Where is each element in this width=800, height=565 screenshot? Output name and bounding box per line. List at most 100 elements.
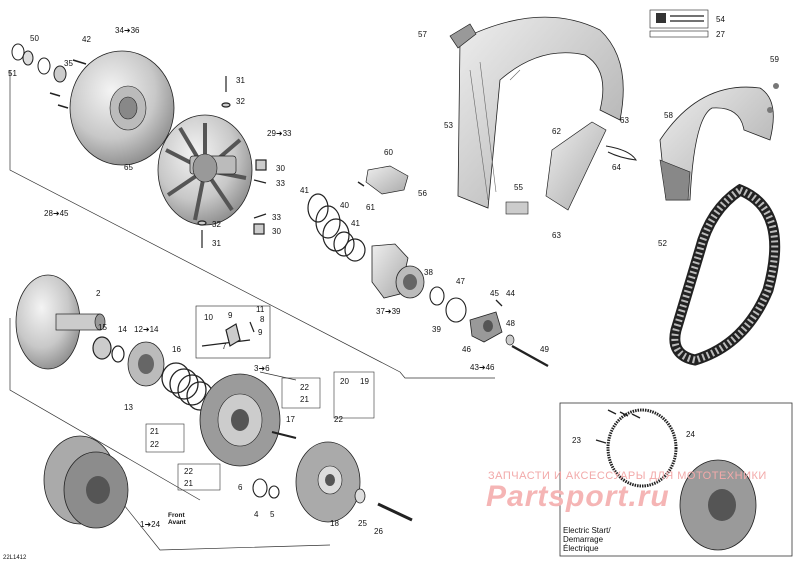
cam-37-39 — [371, 243, 425, 299]
callout-59: 59 — [770, 55, 779, 64]
callout-19: 19 — [360, 377, 369, 386]
housing-3-6 — [199, 373, 281, 467]
callout-58: 58 — [664, 111, 673, 120]
callout-26: 26 — [374, 527, 383, 536]
callout-41a: 41 — [300, 186, 309, 195]
callout-33b: 33 — [272, 213, 281, 222]
electric-start-clutch — [679, 459, 757, 551]
callout-63b: 63 — [552, 231, 561, 240]
callout-14: 14 — [118, 325, 127, 334]
front-arrow-label-en: Front — [168, 512, 185, 519]
ring-gear-24 — [606, 408, 678, 488]
callout-50: 50 — [30, 34, 39, 43]
callout-20: 20 — [340, 377, 349, 386]
inset-caption-line-2: Demarrage — [563, 535, 604, 544]
callout-25: 25 — [358, 519, 367, 528]
electric-start-caption: Electric Start/ Demarrage Électrique — [563, 526, 611, 553]
callout-47: 47 — [456, 277, 465, 286]
callout-34-36: 34➜36 — [115, 26, 140, 35]
callout-30a: 30 — [276, 164, 285, 173]
callout-28-45: 28➜45 — [44, 209, 69, 218]
callout-13: 13 — [124, 403, 133, 412]
callout-1-24: 1➜24 — [140, 520, 161, 529]
callout-31b: 31 — [212, 239, 221, 248]
bracket-60 — [357, 165, 409, 195]
callout-21a: 21 — [300, 395, 309, 404]
bracket-62 — [545, 121, 637, 211]
callout-24: 24 — [686, 430, 695, 439]
group-lines — [9, 70, 495, 551]
spring-40 — [307, 193, 366, 262]
callout-62: 62 — [552, 127, 561, 136]
watermark-tagline: ЗАПЧАСТИ И АКСЕССУАРЫ ДЛЯ МОТОТЕХНИКИ — [488, 470, 767, 482]
inner-guard-53 — [457, 16, 624, 215]
electric-start-inset — [559, 402, 793, 557]
callout-55: 55 — [514, 183, 523, 192]
callout-23: 23 — [572, 436, 581, 445]
movable-sheave — [157, 114, 253, 226]
callout-29-33: 29➜33 — [267, 129, 292, 138]
callout-9a: 9 — [228, 311, 233, 320]
caliper-43-46 — [469, 299, 549, 368]
driven-clutch-assembly — [43, 435, 129, 529]
callout-63a: 63 — [620, 116, 629, 125]
callout-49: 49 — [540, 345, 549, 354]
callout-56: 56 — [418, 189, 427, 198]
callout-31a: 31 — [236, 76, 245, 85]
callout-48: 48 — [506, 319, 515, 328]
callout-18: 18 — [330, 519, 339, 528]
callout-35: 35 — [64, 59, 73, 68]
callout-17: 17 — [286, 415, 295, 424]
bolt-17 — [271, 431, 297, 439]
callout-16: 16 — [172, 345, 181, 354]
washer-bolt-25-26 — [354, 488, 413, 522]
callout-52: 52 — [658, 239, 667, 248]
callout-9b: 9 — [258, 328, 263, 337]
arms-7-11 — [195, 305, 271, 359]
cover-12-14 — [127, 341, 165, 387]
callout-3-6: 3➜6 — [254, 364, 270, 373]
callout-5: 5 — [270, 510, 275, 519]
callout-51: 51 — [8, 69, 17, 78]
callout-43-46: 43➜46 — [470, 363, 495, 372]
callout-22c: 22 — [184, 467, 193, 476]
callout-22b: 22 — [150, 440, 159, 449]
callout-30b: 30 — [272, 227, 281, 236]
callout-32a: 32 — [236, 97, 245, 106]
callout-labels: 50 51 42 34➜36 35 31 32 29➜33 30 33 65 2… — [8, 15, 779, 536]
bolts-23 — [595, 409, 641, 444]
washers-50-51-35 — [11, 43, 67, 83]
callout-22a: 22 — [300, 383, 309, 392]
callout-32b: 32 — [212, 220, 221, 229]
spider-hardware — [197, 76, 267, 248]
callout-6: 6 — [238, 483, 243, 492]
callout-27: 27 — [716, 30, 725, 39]
callout-41b: 41 — [351, 219, 360, 228]
driven-sheave-2 — [15, 274, 106, 370]
callout-44: 44 — [506, 289, 515, 298]
callout-21b: 21 — [150, 427, 159, 436]
watermark-brand: Partsport.ru — [486, 480, 670, 513]
front-arrow-label-fr: Avant — [168, 519, 186, 526]
sheave-18 — [295, 441, 361, 523]
decals-54-27 — [649, 9, 709, 38]
callout-57: 57 — [418, 30, 427, 39]
seals-39-47 — [429, 286, 467, 323]
screws-42 — [49, 59, 87, 109]
callout-8: 8 — [260, 315, 265, 324]
callout-7: 7 — [222, 342, 227, 351]
callout-54: 54 — [716, 15, 725, 24]
callout-33a: 33 — [276, 179, 285, 188]
callout-60: 60 — [384, 148, 393, 157]
callout-46: 46 — [462, 345, 471, 354]
callout-65: 65 — [124, 163, 133, 172]
drawing-code: 22L1412 — [3, 555, 27, 561]
callout-38: 38 — [424, 268, 433, 277]
callout-61: 61 — [366, 203, 375, 212]
callout-11: 11 — [256, 305, 265, 314]
callout-39: 39 — [432, 325, 441, 334]
callout-37-39: 37➜39 — [376, 307, 401, 316]
drive-belt-52 — [669, 183, 781, 366]
callout-10: 10 — [204, 313, 213, 322]
